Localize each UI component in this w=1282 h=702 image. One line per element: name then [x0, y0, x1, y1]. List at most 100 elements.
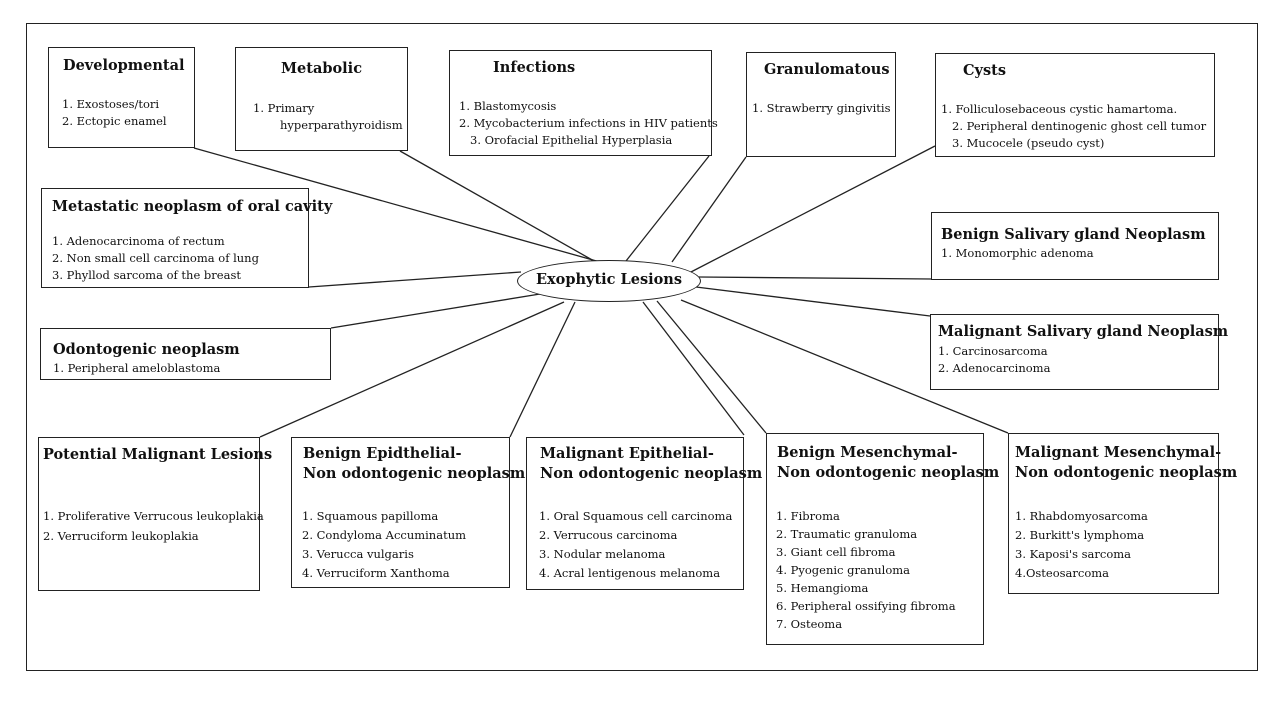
list-item: 3. Verucca vulgaris: [302, 547, 414, 561]
list-item: 3. Orofacial Epithelial Hyperplasia: [470, 133, 673, 147]
list-item: 2. Peripheral dentinogenic ghost cell tu…: [952, 119, 1207, 133]
box-benign-mesenchymal: Benign Mesenchymal- Non odontogenic neopl…: [766, 433, 999, 645]
box-title: Odontogenic neoplasm: [53, 340, 240, 360]
box-title: Benign Salivary gland Neoplasm: [941, 225, 1206, 245]
box-title: Granulomatous: [764, 60, 890, 80]
list-item: 2. Traumatic granuloma: [776, 527, 918, 541]
box-title-line: Granulomatous: [764, 61, 890, 78]
box-item-list: 1. Rhabdomyosarcoma 2. Burkitt's lymphoma…: [1015, 508, 1148, 584]
box-item-list: 1. Monomorphic adenoma: [941, 245, 1094, 262]
box-item-list: 1. Primary hyperparathyroidism: [253, 100, 403, 134]
box-title: Benign Epidthelial- Non odontogenic neopl…: [303, 444, 525, 484]
box-title-line: Potential Malignant Lesions: [43, 446, 273, 463]
box-item-list: 1. Strawberry gingivitis: [752, 100, 891, 117]
list-item: 3. Mucocele (pseudo cyst): [952, 136, 1105, 150]
list-item: 5. Hemangioma: [776, 581, 869, 595]
connector-line: [680, 299, 1009, 434]
list-item: 1. Carcinosarcoma: [938, 344, 1048, 358]
list-item: 6. Peripheral ossifying fibroma: [776, 599, 956, 613]
center-label: Exophytic Lesions: [535, 271, 683, 288]
list-item: 1. Primary: [253, 101, 315, 115]
connector-line: [625, 155, 710, 262]
list-item: 4.Osteosarcoma: [1015, 566, 1110, 580]
list-item: 2. Mycobacterium infections in HIV patie…: [459, 116, 718, 130]
box-title-line: Metabolic: [281, 60, 363, 77]
box-granulomatous: Granulomatous 1. Strawberry gingivitis: [746, 52, 896, 157]
box-title: Developmental: [63, 56, 184, 76]
list-item: 7. Osteoma: [776, 617, 843, 631]
box-title: Malignant Mesenchymal-Non odontogenic ne…: [1015, 443, 1237, 483]
box-potential-malignant: Potential Malignant Lesions 1. Proliferat…: [38, 437, 272, 591]
box-metabolic: Metabolic 1. Primary hyperparathyroidism: [235, 47, 408, 151]
box-title-line: Malignant Epithelial-: [540, 445, 714, 462]
list-item: 3. Phyllod sarcoma of the breast: [52, 268, 241, 282]
box-title-line: Non odontogenic neoplasm: [777, 464, 1000, 481]
box-benign-epithelial: Benign Epidthelial- Non odontogenic neopl…: [291, 437, 525, 588]
box-title-line: Benign Mesenchymal-: [777, 444, 958, 461]
box-item-list: 1. Folliculosebaceous cystic hamartoma. 2…: [941, 101, 1206, 152]
list-item: 2. Adenocarcinoma: [938, 361, 1051, 375]
list-item: 2. Ectopic enamel: [62, 114, 167, 128]
list-item: 1. Proliferative Verrucous leukoplakia: [43, 509, 264, 523]
box-item-list: 1. Blastomycosis 2. Mycobacterium infecti…: [459, 98, 718, 149]
box-title-line: Non odontogenic neoplasm: [540, 465, 763, 482]
box-malignant-salivary: Malignant Salivary gland Neoplasm 1. Carc…: [930, 314, 1228, 390]
connector-line: [656, 300, 767, 434]
box-title-line: Odontogenic neoplasm: [53, 341, 240, 358]
box-title-line: Benign Epidthelial-: [303, 445, 462, 462]
box-malignant-mesenchymal: Malignant Mesenchymal-Non odontogenic ne…: [1008, 433, 1237, 594]
list-item: 1. Folliculosebaceous cystic hamartoma.: [941, 102, 1178, 116]
connector-line: [642, 301, 745, 436]
box-developmental: Developmental 1. Exostoses/tori 2. Ectopic…: [48, 47, 195, 148]
connector-line: [399, 150, 595, 262]
list-item: 1. Oral Squamous cell carcinoma: [539, 509, 733, 523]
box-title-line: Malignant Mesenchymal-: [1015, 444, 1222, 461]
list-item: 4. Pyogenic granuloma: [776, 563, 911, 577]
connector-line: [695, 286, 931, 317]
list-item: 1. Strawberry gingivitis: [752, 101, 891, 115]
list-item: 1. Blastomycosis: [459, 99, 557, 113]
list-item: 3. Nodular melanoma: [539, 547, 666, 561]
list-item: 2. Verruciform leukoplakia: [43, 529, 199, 543]
connector-line: [259, 301, 565, 438]
box-title: Infections: [493, 58, 575, 78]
connector-line: [193, 147, 601, 263]
box-title-line: Non odontogenic neoplasm: [303, 465, 526, 482]
list-item: 1. Squamous papilloma: [302, 509, 439, 523]
box-title: Benign Mesenchymal- Non odontogenic neopl…: [777, 443, 999, 483]
box-title-line: Infections: [493, 59, 576, 76]
connector-line: [509, 301, 576, 438]
box-cysts: Cysts 1. Folliculosebaceous cystic hamart…: [935, 53, 1215, 157]
box-odontogenic: Odontogenic neoplasm 1. Peripheral amelob…: [40, 328, 331, 380]
box-malignant-epithelial: Malignant Epithelial- Non odontogenic neo…: [526, 437, 762, 590]
list-item: 3. Kaposi's sarcoma: [1015, 547, 1132, 561]
connector-line: [698, 276, 932, 280]
box-item-list: 1. Exostoses/tori 2. Ectopic enamel: [62, 96, 167, 130]
box-title-line: Malignant Salivary gland Neoplasm: [938, 323, 1229, 340]
list-item: 2. Burkitt's lymphoma: [1015, 528, 1145, 542]
list-item: 3. Giant cell fibroma: [776, 545, 896, 559]
list-item: 1. Peripheral ameloblastoma: [53, 361, 221, 375]
box-item-list: 1. Fibroma 2. Traumatic granuloma 3. Giant…: [776, 508, 956, 634]
connector-line: [308, 271, 522, 288]
box-title-line: Developmental: [63, 57, 185, 74]
list-item: 1. Exostoses/tori: [62, 97, 160, 111]
box-metastatic: Metastatic neoplasm of oral cavity 1. Ade…: [41, 188, 332, 288]
box-title: Potential Malignant Lesions: [43, 445, 272, 465]
box-title: Cysts: [963, 61, 1006, 81]
list-item: 1. Fibroma: [776, 509, 840, 523]
box-title-line: Cysts: [963, 62, 1006, 79]
box-item-list: 1. Peripheral ameloblastoma: [53, 360, 220, 377]
list-item: 1. Rhabdomyosarcoma: [1015, 509, 1148, 523]
connector-line: [688, 145, 936, 274]
list-item: 1. Adenocarcinoma of rectum: [52, 234, 225, 248]
list-item: 1. Monomorphic adenoma: [941, 246, 1094, 260]
list-item: hyperparathyroidism: [280, 118, 403, 132]
diagram-frame: [26, 23, 1258, 671]
box-item-list: 1. Proliferative Verrucous leukoplakia 2.…: [43, 508, 264, 548]
box-title: Metastatic neoplasm of oral cavity: [52, 197, 332, 217]
